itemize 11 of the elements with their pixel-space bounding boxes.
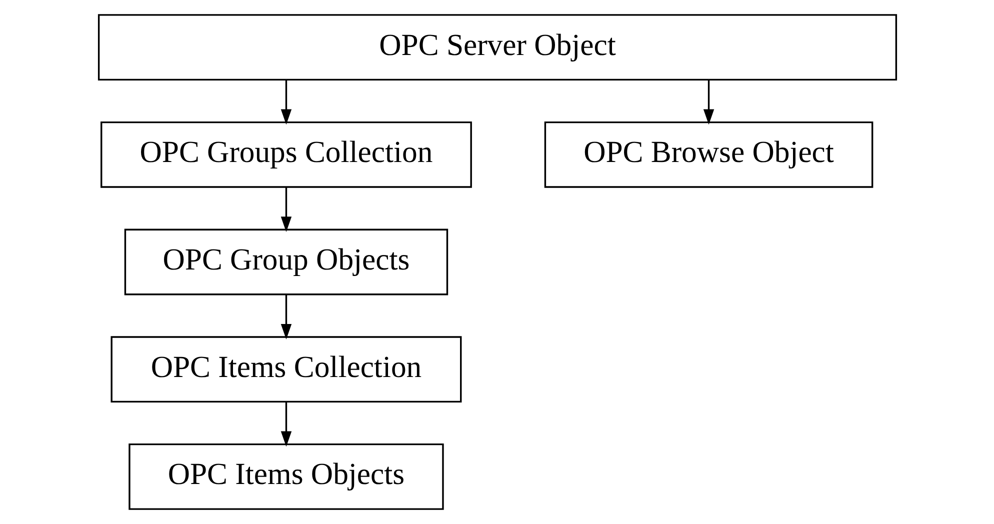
- arrow: [702, 80, 714, 125]
- arrow: [280, 80, 292, 125]
- node-box: OPC Items Objects: [128, 443, 444, 510]
- node-box: OPC Groups Collection: [100, 121, 472, 188]
- node-box: OPC Server Object: [97, 14, 897, 81]
- node-box: OPC Browse Object: [544, 121, 873, 188]
- arrow: [280, 187, 292, 232]
- node-box: OPC Group Objects: [124, 228, 448, 296]
- arrow: [280, 402, 292, 447]
- arrow: [280, 294, 292, 340]
- node-box: OPC Items Collection: [110, 336, 462, 403]
